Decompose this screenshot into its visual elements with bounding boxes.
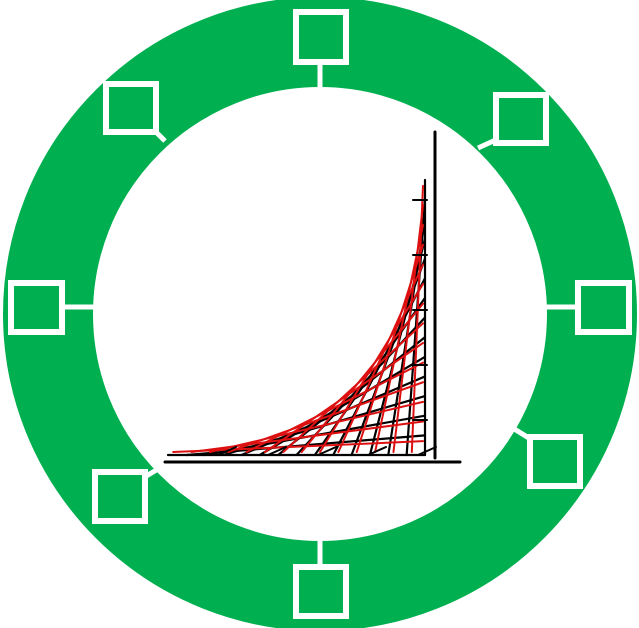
base-tick xyxy=(217,446,237,456)
string-red xyxy=(245,361,424,453)
string-red xyxy=(300,302,424,453)
string-red xyxy=(374,224,424,453)
string-red xyxy=(227,381,424,453)
node-left xyxy=(8,280,65,335)
string-art-curve-icon xyxy=(163,130,462,464)
base-tick xyxy=(417,446,437,456)
node-top xyxy=(293,9,349,65)
string-red xyxy=(392,204,424,453)
node-bottom-left xyxy=(92,469,148,524)
node-bottom-right xyxy=(527,434,583,489)
node-bottom xyxy=(293,564,349,619)
string-black xyxy=(332,277,427,457)
base-tick xyxy=(267,446,287,456)
nodes xyxy=(8,9,632,619)
string-red xyxy=(410,184,424,453)
node-top-left xyxy=(103,81,159,135)
string-red xyxy=(263,341,424,453)
string-red xyxy=(208,400,424,453)
string-black xyxy=(405,198,427,457)
string-red xyxy=(319,283,424,453)
base-tick xyxy=(317,446,337,456)
node-right xyxy=(575,280,632,335)
base-tick xyxy=(367,446,387,456)
node-top-right xyxy=(493,92,549,146)
